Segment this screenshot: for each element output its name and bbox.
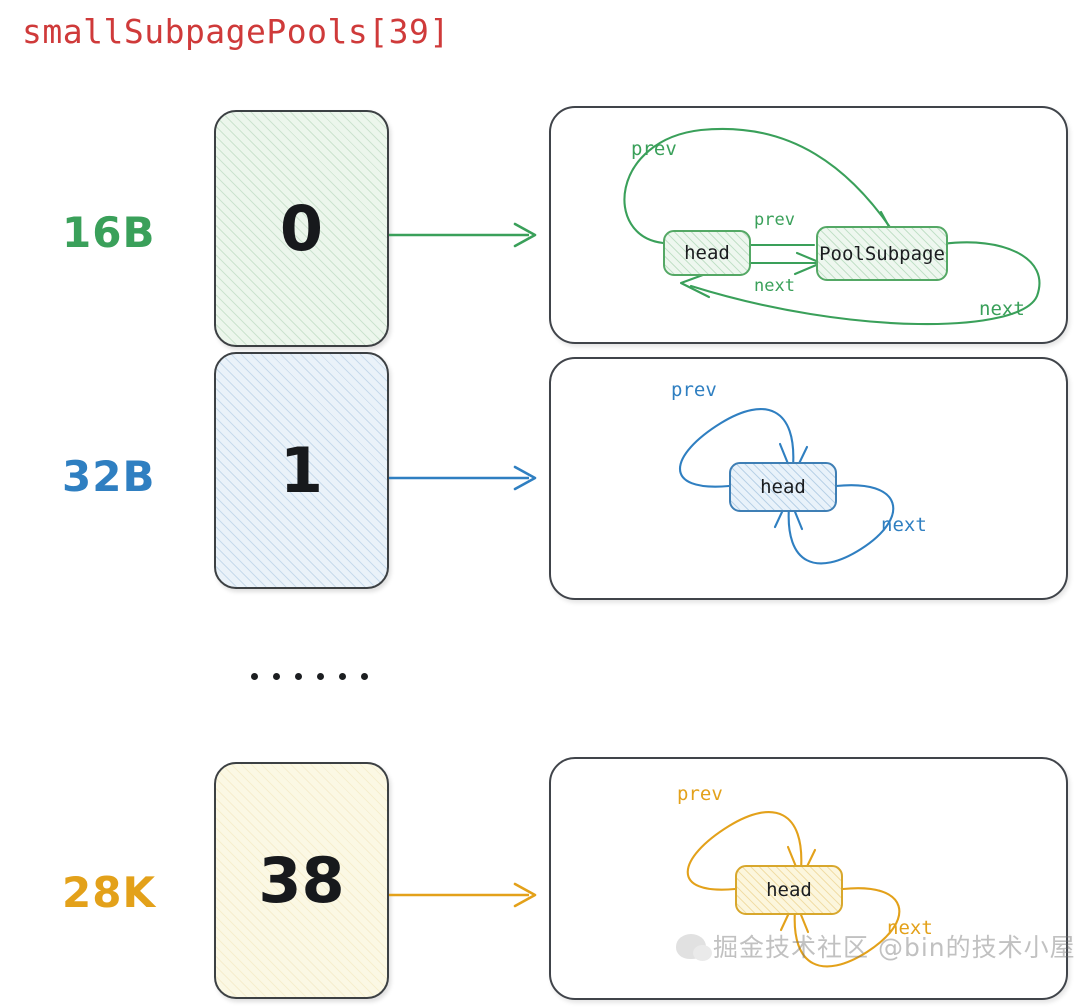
edge-label-self-prev-28k: prev: [677, 783, 723, 805]
ellipsis-dot: [339, 673, 346, 680]
edge-label-self-next-32b: next: [881, 514, 927, 536]
edge-label-inner-prev-16b: prev: [754, 210, 795, 230]
size-label-28k: 28K: [62, 868, 156, 917]
ellipsis-dot: [361, 673, 368, 680]
ellipsis-indicator: [251, 673, 368, 680]
connector-arrow-16b: [389, 222, 537, 248]
linked-list-panel-28k[interactable]: head prev next: [549, 757, 1068, 1000]
linked-list-panel-16b[interactable]: head PoolSubpage prev next prev next: [549, 106, 1068, 344]
linked-list-panel-32b[interactable]: head prev next: [549, 357, 1068, 600]
edge-label-outer-prev-16b: prev: [631, 138, 677, 160]
node-head-28k[interactable]: head: [735, 865, 843, 915]
node-head-16b[interactable]: head: [663, 230, 751, 276]
ellipsis-dot: [251, 673, 258, 680]
edge-label-self-prev-32b: prev: [671, 379, 717, 401]
connector-arrow-28k: [389, 882, 537, 908]
linked-list-edges-32b: [679, 408, 895, 565]
index-card-1-number: 1: [279, 433, 324, 507]
index-card-38-number: 38: [258, 843, 345, 917]
page-title: smallSubpagePools[39]: [22, 12, 450, 51]
index-card-38[interactable]: 38: [214, 762, 389, 999]
edge-label-inner-next-16b: next: [754, 276, 795, 296]
index-card-0-number: 0: [279, 191, 324, 265]
edge-label-self-next-28k: next: [887, 917, 933, 939]
connector-arrow-32b: [389, 465, 537, 491]
node-poolsubpage-16b[interactable]: PoolSubpage: [816, 226, 948, 281]
edge-label-outer-next-16b: next: [979, 298, 1025, 320]
size-label-32b: 32B: [62, 452, 156, 501]
index-card-0[interactable]: 0: [214, 110, 389, 347]
index-card-1[interactable]: 1: [214, 352, 389, 589]
ellipsis-dot: [317, 673, 324, 680]
ellipsis-dot: [273, 673, 280, 680]
size-label-16b: 16B: [62, 208, 156, 257]
ellipsis-dot: [295, 673, 302, 680]
node-head-32b[interactable]: head: [729, 462, 837, 512]
